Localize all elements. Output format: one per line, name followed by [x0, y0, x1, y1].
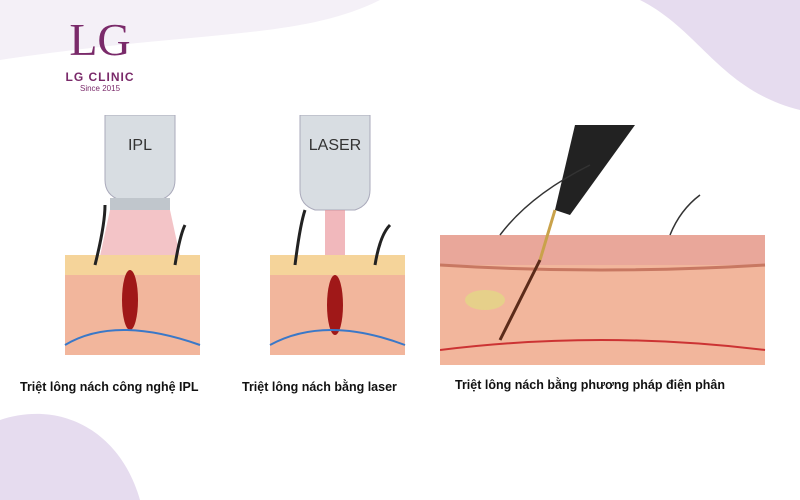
caption-electrolysis: Triệt lông nách bằng phương pháp điện ph…: [455, 378, 726, 392]
caption-laser: Triệt lông nách bằng laser: [242, 380, 397, 394]
logo-monogram: LG: [69, 14, 131, 65]
laser-device-label: LASER: [309, 137, 361, 154]
ipl-device-label: IPL: [128, 137, 152, 154]
logo: LG LG CLINIC Since 2015: [55, 14, 145, 94]
electrolysis-illustration: [440, 125, 766, 365]
ipl-illustration: IPL: [64, 115, 201, 355]
caption-ipl: Triệt lông nách công nghệ IPL: [20, 380, 199, 394]
laser-illustration: LASER: [269, 115, 406, 355]
logo-since: Since 2015: [79, 84, 121, 93]
logo-name: LG CLINIC: [65, 70, 135, 84]
